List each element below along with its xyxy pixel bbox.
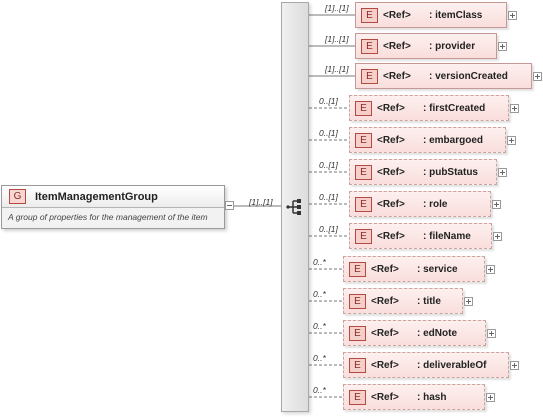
element-cardinality: 0..[1]	[319, 160, 338, 170]
element-cardinality: 0..*	[313, 257, 326, 267]
element-box[interactable]: E <Ref> : firstCreated	[349, 95, 509, 121]
element-name: : pubStatus	[423, 166, 478, 178]
element-name: : embargoed	[423, 134, 484, 146]
expand-icon[interactable]	[533, 72, 542, 81]
element-box[interactable]: E <Ref> : deliverableOf	[343, 352, 509, 378]
element-cardinality: 0..[1]	[319, 192, 338, 202]
group-box[interactable]: G ItemManagementGroup A group of propert…	[1, 185, 225, 229]
expand-icon[interactable]	[486, 393, 495, 402]
element-ref-label: <Ref>	[371, 327, 399, 339]
element-box[interactable]: E <Ref> : service	[343, 256, 485, 282]
element-name: : hash	[417, 391, 447, 403]
element-name: : role	[423, 198, 448, 210]
element-icon: E	[349, 293, 366, 309]
element-icon: E	[355, 228, 372, 244]
element-cardinality: 0..[1]	[319, 96, 338, 106]
element-box[interactable]: E <Ref> : embargoed	[349, 127, 506, 153]
element-name: : deliverableOf	[417, 359, 487, 371]
element-ref-label: <Ref>	[371, 391, 399, 403]
expand-icon[interactable]	[510, 361, 519, 370]
element-ref-label: <Ref>	[383, 40, 411, 52]
element-cardinality: 0..*	[313, 385, 326, 395]
element-name: : service	[417, 263, 458, 275]
element-ref-label: <Ref>	[383, 70, 411, 82]
element-ref-label: <Ref>	[377, 134, 405, 146]
element-cardinality: [1]..[1]	[325, 3, 349, 13]
element-name: : edNote	[417, 327, 457, 339]
group-header: G ItemManagementGroup	[2, 186, 224, 208]
element-name: : versionCreated	[429, 70, 508, 82]
element-cardinality: 0..[1]	[319, 128, 338, 138]
element-box[interactable]: E <Ref> : title	[343, 288, 463, 314]
collapse-icon[interactable]	[225, 201, 234, 210]
element-ref-label: <Ref>	[377, 166, 405, 178]
expand-icon[interactable]	[498, 42, 507, 51]
element-name: : title	[417, 295, 441, 307]
element-icon: E	[361, 7, 378, 23]
element-box[interactable]: E <Ref> : provider	[355, 33, 497, 59]
element-name: : fileName	[423, 230, 471, 242]
element-cardinality: [1]..[1]	[325, 64, 349, 74]
element-ref-label: <Ref>	[377, 198, 405, 210]
element-ref-label: <Ref>	[377, 102, 405, 114]
element-cardinality: 0..*	[313, 289, 326, 299]
expand-icon[interactable]	[507, 136, 516, 145]
element-box[interactable]: E <Ref> : fileName	[349, 223, 492, 249]
element-icon: E	[355, 100, 372, 116]
expand-icon[interactable]	[464, 297, 473, 306]
group-cardinality: [1]..[1]	[249, 197, 273, 207]
element-box[interactable]: E <Ref> : role	[349, 191, 491, 217]
group-name: ItemManagementGroup	[35, 190, 158, 203]
element-cardinality: 0..*	[313, 321, 326, 331]
element-ref-label: <Ref>	[371, 359, 399, 371]
expand-icon[interactable]	[486, 265, 495, 274]
group-icon: G	[9, 189, 26, 204]
element-box[interactable]: E <Ref> : itemClass	[355, 2, 507, 28]
element-icon: E	[355, 164, 372, 180]
element-cardinality: 0..[1]	[319, 224, 338, 234]
element-ref-label: <Ref>	[371, 263, 399, 275]
element-box[interactable]: E <Ref> : hash	[343, 384, 485, 410]
group-description: A group of properties for the management…	[8, 212, 208, 222]
sequence-icon[interactable]	[286, 198, 304, 216]
expand-icon[interactable]	[487, 329, 496, 338]
element-icon: E	[349, 261, 366, 277]
element-icon: E	[349, 325, 366, 341]
element-icon: E	[349, 357, 366, 373]
expand-icon[interactable]	[493, 232, 502, 241]
element-name: : itemClass	[429, 9, 483, 21]
element-box[interactable]: E <Ref> : pubStatus	[349, 159, 497, 185]
element-cardinality: [1]..[1]	[325, 34, 349, 44]
expand-icon[interactable]	[498, 168, 507, 177]
element-icon: E	[349, 389, 366, 405]
element-icon: E	[355, 196, 372, 212]
expand-icon[interactable]	[510, 104, 519, 113]
element-icon: E	[355, 132, 372, 148]
element-icon: E	[361, 38, 378, 54]
element-ref-label: <Ref>	[377, 230, 405, 242]
element-box[interactable]: E <Ref> : edNote	[343, 320, 486, 346]
expand-icon[interactable]	[508, 11, 517, 20]
element-ref-label: <Ref>	[383, 9, 411, 21]
element-cardinality: 0..*	[313, 353, 326, 363]
element-name: : firstCreated	[423, 102, 486, 114]
element-ref-label: <Ref>	[371, 295, 399, 307]
element-box[interactable]: E <Ref> : versionCreated	[355, 63, 532, 89]
expand-icon[interactable]	[492, 200, 501, 209]
element-icon: E	[361, 68, 378, 84]
element-name: : provider	[429, 40, 476, 52]
